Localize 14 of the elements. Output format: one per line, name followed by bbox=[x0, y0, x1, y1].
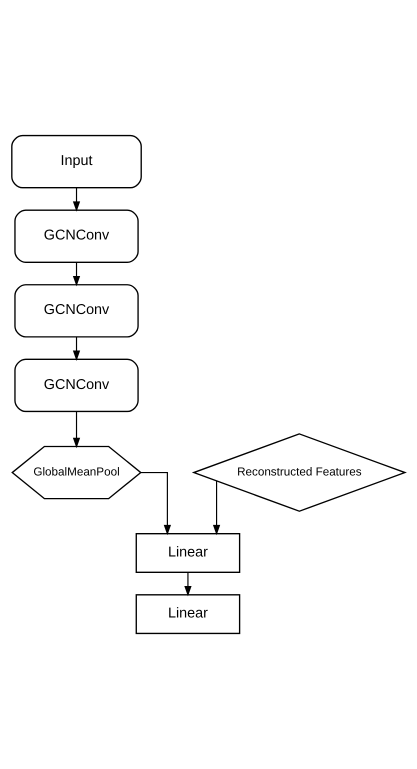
arrow bbox=[140, 472, 172, 536]
node-diamond: Reconstructed Features bbox=[192, 433, 407, 512]
arrow bbox=[72, 262, 80, 286]
node-box: Linear bbox=[136, 594, 240, 634]
arrow bbox=[184, 572, 192, 596]
node-box: Input bbox=[11, 134, 142, 188]
node-box: GCNConv bbox=[14, 284, 139, 338]
node-box: Linear bbox=[136, 533, 240, 573]
node-box: GCNConv bbox=[14, 358, 139, 412]
arrow bbox=[72, 412, 80, 448]
arrow bbox=[72, 336, 80, 361]
arrow bbox=[72, 188, 80, 212]
arrow bbox=[212, 481, 220, 536]
node-box: GCNConv bbox=[14, 210, 139, 263]
